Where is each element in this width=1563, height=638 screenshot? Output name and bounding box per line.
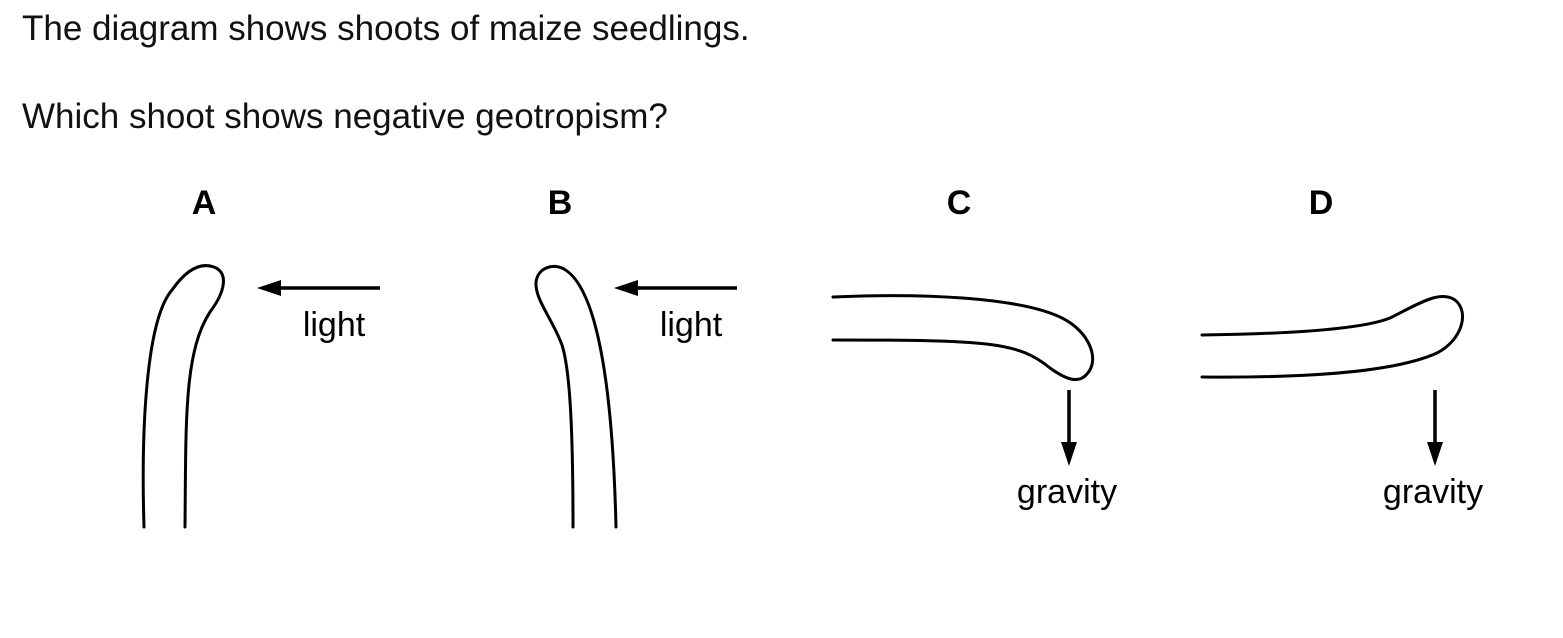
option-c: C gravity [831, 184, 1117, 511]
option-b: B light [534, 184, 737, 529]
shoot-b [534, 265, 618, 529]
light-arrow-a [257, 280, 380, 296]
gravity-arrow-d [1427, 390, 1443, 466]
option-letter-c: C [947, 184, 972, 222]
stimulus-label-b: light [660, 306, 723, 344]
option-letter-d: D [1309, 184, 1334, 222]
stimulus-label-c: gravity [1017, 473, 1117, 511]
shoot-a [141, 264, 225, 529]
option-letter-b: B [548, 184, 573, 222]
option-d: D gravity [1200, 184, 1483, 511]
question-prompt: Which shoot shows negative geotropism? [22, 97, 668, 136]
light-arrow-b [614, 280, 737, 296]
gravity-arrow-c [1061, 390, 1077, 466]
question-intro: The diagram shows shoots of maize seedli… [22, 9, 750, 48]
shoot-d [1200, 295, 1465, 379]
option-a: A light [141, 184, 380, 529]
option-letter-a: A [192, 184, 217, 222]
stimulus-label-a: light [303, 306, 366, 344]
shoot-c [831, 294, 1095, 382]
stimulus-label-d: gravity [1383, 473, 1483, 511]
